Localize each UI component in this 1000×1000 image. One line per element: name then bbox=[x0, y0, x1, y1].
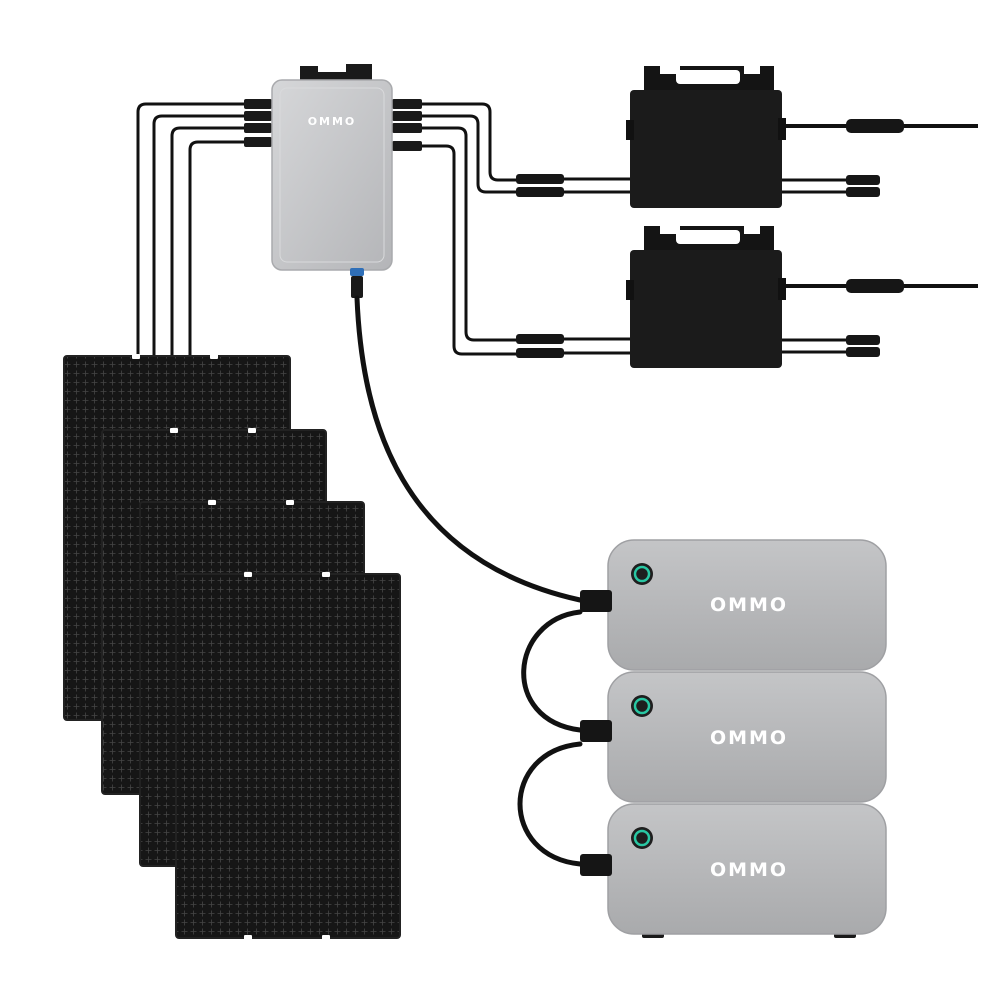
inverter-input-connectors bbox=[516, 174, 632, 358]
microinverter-1 bbox=[626, 66, 978, 208]
solar-panel-4 bbox=[175, 572, 401, 940]
battery-module-3: OMMO bbox=[580, 803, 887, 938]
battery-brand-label: OMMO bbox=[710, 727, 788, 749]
hub-to-inverter-cables bbox=[418, 102, 522, 356]
hub-brand-label: OMMO bbox=[308, 115, 357, 128]
battery-link-cables bbox=[517, 609, 583, 867]
junction-hub: OMMO bbox=[271, 64, 393, 298]
hub-input-connectors bbox=[244, 99, 272, 147]
battery-brand-label: OMMO bbox=[710, 594, 788, 616]
hub-output-connectors bbox=[392, 99, 422, 151]
battery-module-2: OMMO bbox=[580, 671, 887, 803]
battery-brand-label: OMMO bbox=[710, 859, 788, 881]
microinverter-2 bbox=[626, 226, 978, 368]
hub-output-gland bbox=[350, 268, 364, 276]
panel-to-hub-cables bbox=[136, 102, 248, 360]
battery-module-1: OMMO bbox=[580, 539, 887, 671]
hub-to-battery-cable bbox=[354, 295, 583, 603]
